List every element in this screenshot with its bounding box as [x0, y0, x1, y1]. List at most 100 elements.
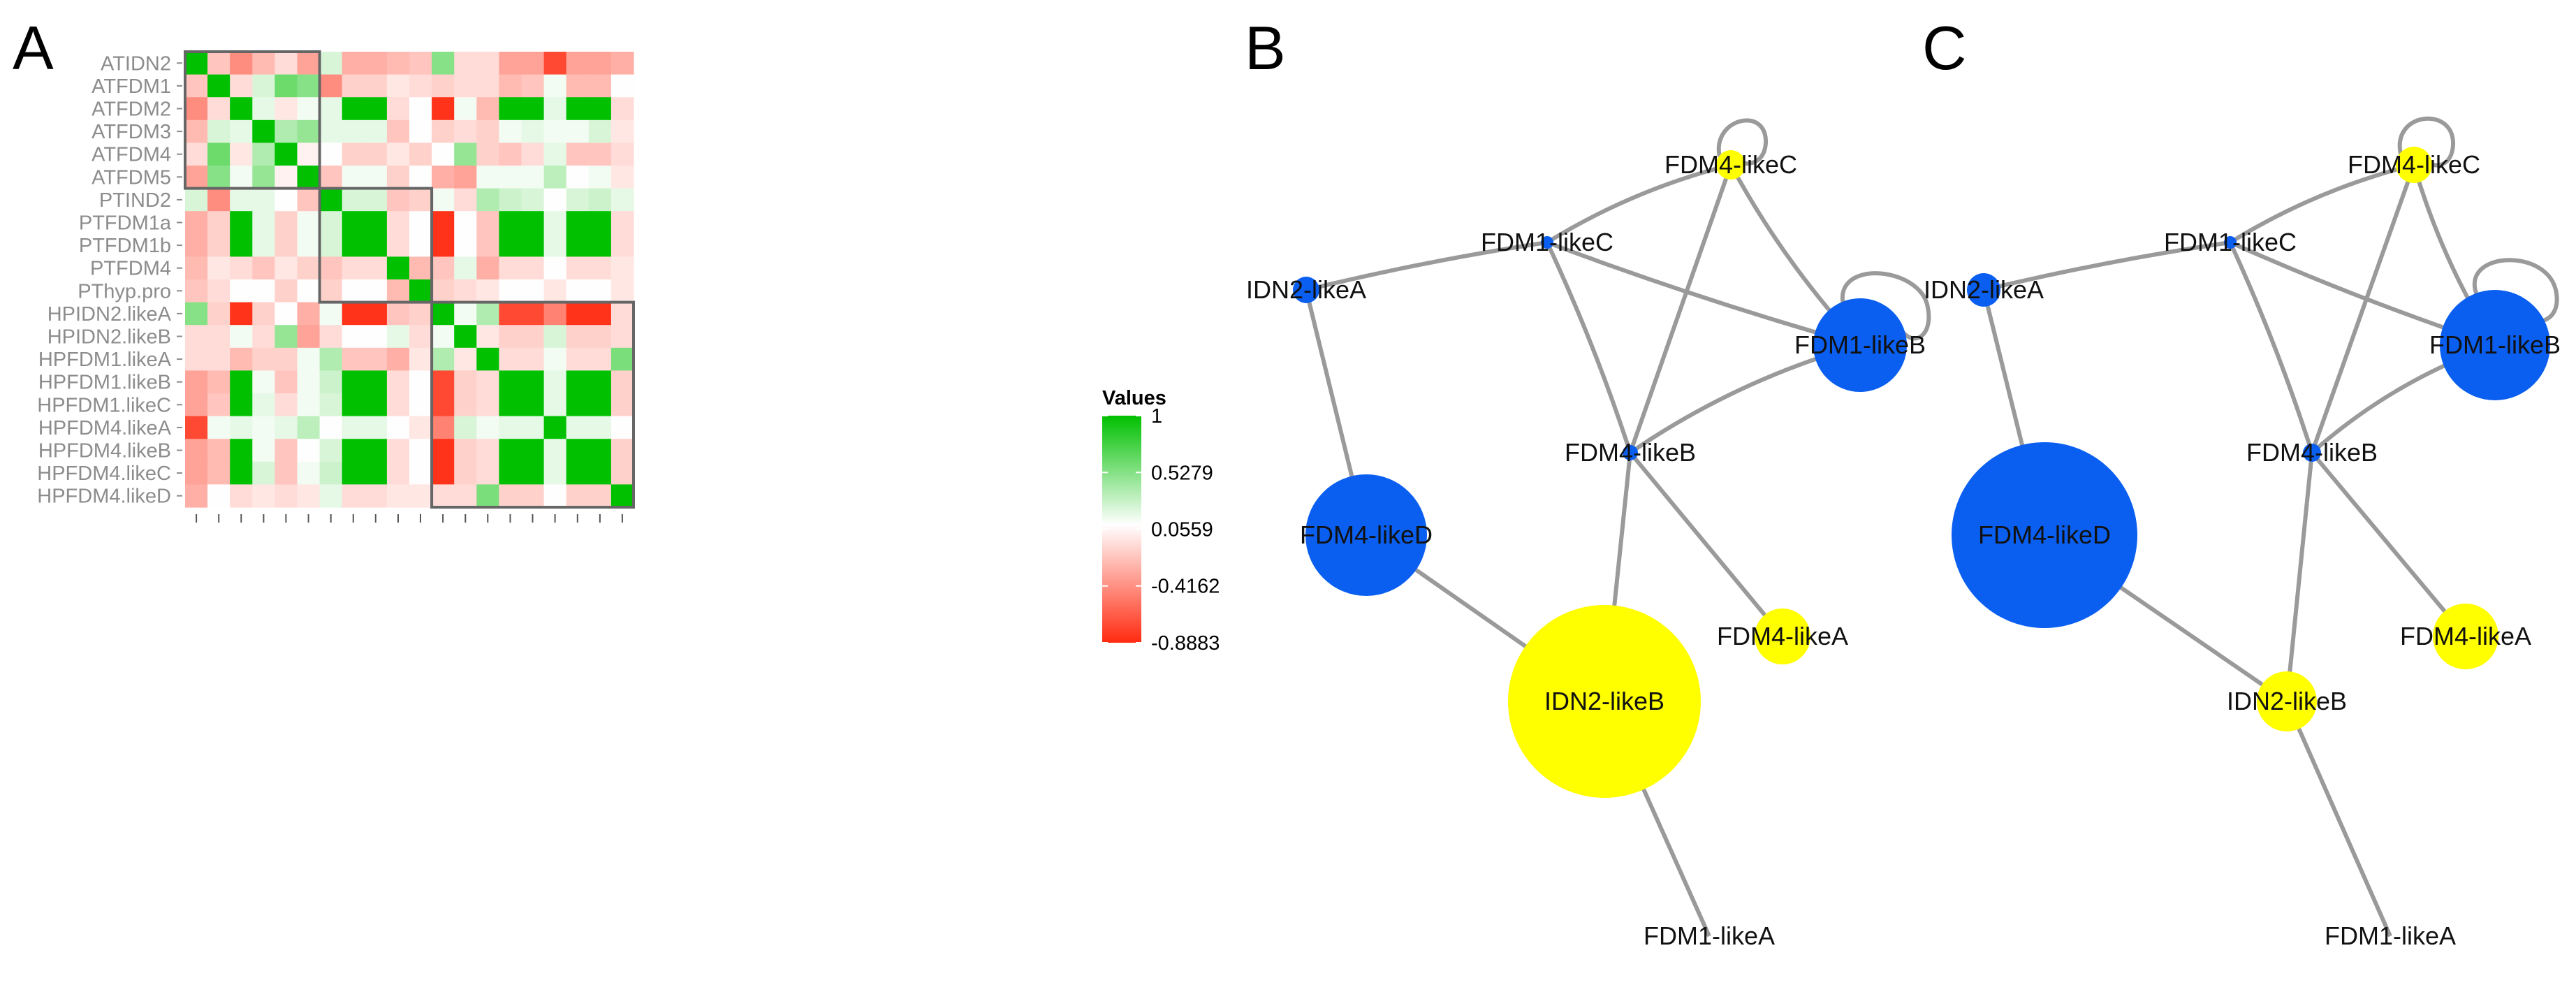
heatmap-cell: [454, 484, 477, 508]
heatmap-cell: [432, 279, 455, 303]
heatmap-cell: [297, 119, 321, 143]
heatmap-cell: [454, 211, 477, 235]
heatmap-cell: [499, 439, 522, 462]
heatmap-cell: [275, 97, 298, 121]
network-nodes: FDM4-likeCFDM1-likeCIDN2-likeAFDM1-likeB…: [1924, 147, 2561, 950]
heatmap-cell: [588, 484, 612, 508]
heatmap-cell: [476, 416, 499, 439]
network-node: [1305, 474, 1427, 596]
heatmap-cell: [207, 188, 230, 212]
heatmap-cell: [364, 279, 388, 303]
legend-tick-label: -0.4162: [1151, 576, 1220, 598]
legend-tick-label: 0.5279: [1151, 462, 1213, 484]
node-label: FDM1-likeC: [2164, 228, 2297, 256]
network-node: [1541, 236, 1553, 249]
heatmap-cell: [610, 325, 634, 349]
heatmap-cell: [297, 393, 321, 417]
panel-label-b: B: [1245, 13, 1286, 82]
heatmap-cell: [364, 74, 388, 98]
heatmap-cell: [409, 325, 432, 349]
heatmap-cell: [499, 74, 522, 98]
heatmap-cell: [588, 143, 612, 166]
heatmap-cell: [476, 188, 499, 212]
heatmap-cell: [185, 143, 208, 166]
heatmap-cell: [342, 461, 365, 485]
heatmap-cell: [610, 347, 634, 371]
heatmap-cell: [207, 119, 230, 143]
heatmap-cell: [230, 302, 253, 326]
heatmap-cell: [432, 347, 455, 371]
heatmap-cell: [297, 439, 321, 462]
heatmap-cell: [566, 439, 590, 462]
self-loop-edge: [2397, 116, 2456, 168]
heatmap-cell: [588, 416, 612, 439]
heatmap-cell: [432, 233, 455, 257]
network-node: [2257, 671, 2317, 731]
heatmap-cell: [476, 370, 499, 394]
heatmap-cell: [207, 439, 230, 462]
heatmap-cell: [521, 370, 545, 394]
heatmap-cell: [521, 461, 545, 485]
heatmap-cell: [230, 166, 253, 189]
heatmap-cell: [319, 279, 343, 303]
heatmap-cell: [230, 143, 253, 166]
correlation-heatmap: ATIDN2ATFDM1ATFDM2ATFDM3ATFDM4ATFDM5PTIN…: [37, 50, 1220, 655]
heatmap-cell: [521, 233, 545, 257]
heatmap-cell: [207, 484, 230, 508]
heatmap-cell: [521, 439, 545, 462]
heatmap-cell: [543, 302, 567, 326]
heatmap-cell: [432, 97, 455, 121]
heatmap-cell: [185, 439, 208, 462]
heatmap-cell: [230, 119, 253, 143]
heatmap-cell: [499, 325, 522, 349]
self-loop-edge: [1716, 118, 1769, 166]
heatmap-cell: [543, 74, 567, 98]
heatmap-cell: [207, 97, 230, 121]
heatmap-cell: [230, 370, 253, 394]
self-loop-edge: [1840, 271, 1931, 341]
node-label: FDM4-likeC: [1664, 150, 1797, 179]
heatmap-cell: [566, 119, 590, 143]
heatmap-cell: [566, 325, 590, 349]
heatmap-cell: [319, 166, 343, 189]
row-label: HPFDM1.likeA: [38, 349, 172, 371]
heatmap-cell: [499, 211, 522, 235]
heatmap-cell: [230, 484, 253, 508]
heatmap-cell: [588, 370, 612, 394]
heatmap-cell: [386, 119, 410, 143]
heatmap-cell: [521, 347, 545, 371]
heatmap-cell: [499, 461, 522, 485]
heatmap-cell: [185, 119, 208, 143]
heatmap-cell: [610, 279, 634, 303]
heatmap-cell: [521, 256, 545, 280]
heatmap-cell: [610, 233, 634, 257]
cluster-block-outline: [318, 187, 434, 304]
heatmap-cell: [566, 484, 590, 508]
heatmap-cell: [364, 52, 388, 75]
heatmap-cell: [409, 279, 432, 303]
heatmap-cell: [364, 461, 388, 485]
heatmap-cell: [364, 439, 388, 462]
heatmap-cell: [342, 370, 365, 394]
heatmap-cell: [207, 347, 230, 371]
heatmap-cell: [275, 393, 298, 417]
heatmap-cell: [364, 325, 388, 349]
row-label: PTIND2: [99, 189, 171, 212]
heatmap-cell: [207, 302, 230, 326]
heatmap-cell: [521, 484, 545, 508]
heatmap-cell: [185, 74, 208, 98]
network-nodes: FDM4-likeCFDM1-likeCIDN2-likeAFDM1-likeB…: [1246, 150, 1926, 950]
heatmap-cell: [297, 74, 321, 98]
heatmap-cell: [342, 347, 365, 371]
heatmap-cell: [319, 97, 343, 121]
heatmap-cell: [543, 256, 567, 280]
heatmap-cell: [319, 74, 343, 98]
heatmap-cell: [230, 439, 253, 462]
heatmap-cell: [342, 119, 365, 143]
heatmap-cell: [432, 370, 455, 394]
heatmap-cell: [610, 393, 634, 417]
heatmap-cell: [409, 370, 432, 394]
node-label: IDN2-likeB: [2227, 687, 2347, 715]
heatmap-cell: [207, 461, 230, 485]
